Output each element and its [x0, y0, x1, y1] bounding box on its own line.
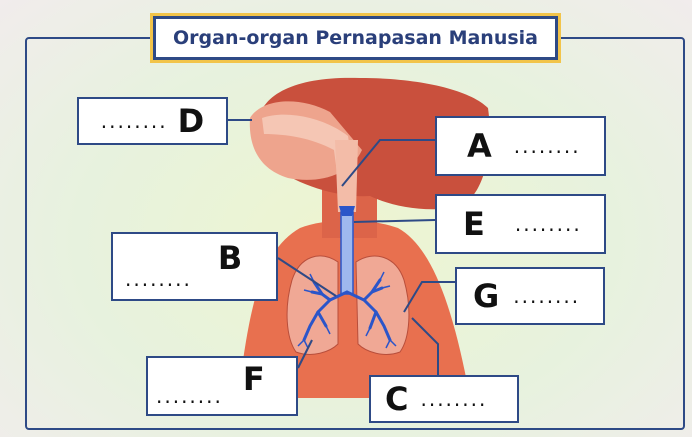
airway-upper — [335, 140, 358, 212]
label-a: A ........ — [435, 116, 606, 176]
label-b-blank: ........ — [125, 267, 192, 291]
label-d-letter: D — [178, 102, 205, 140]
label-e: E ........ — [435, 194, 606, 254]
label-e-blank: ........ — [515, 212, 582, 236]
label-f-blank: ........ — [156, 384, 223, 408]
trachea — [341, 212, 353, 294]
label-d-blank: ........ — [101, 109, 168, 133]
label-g-blank: ........ — [513, 284, 580, 308]
label-g: G ........ — [455, 267, 605, 325]
label-b: ........ B — [111, 232, 278, 301]
label-c-letter: C — [385, 380, 408, 418]
label-c: C ........ — [369, 375, 519, 423]
label-b-letter: B — [218, 239, 242, 277]
label-g-letter: G — [473, 277, 499, 315]
diagram-title: Organ-organ Pernapasan Manusia — [153, 16, 558, 60]
label-c-blank: ........ — [420, 387, 487, 411]
label-a-letter: A — [467, 127, 492, 165]
label-d: ........ D — [77, 97, 228, 145]
label-a-blank: ........ — [514, 134, 581, 158]
label-f: ........ F — [146, 356, 298, 416]
label-f-letter: F — [243, 360, 265, 398]
label-e-letter: E — [463, 205, 485, 243]
